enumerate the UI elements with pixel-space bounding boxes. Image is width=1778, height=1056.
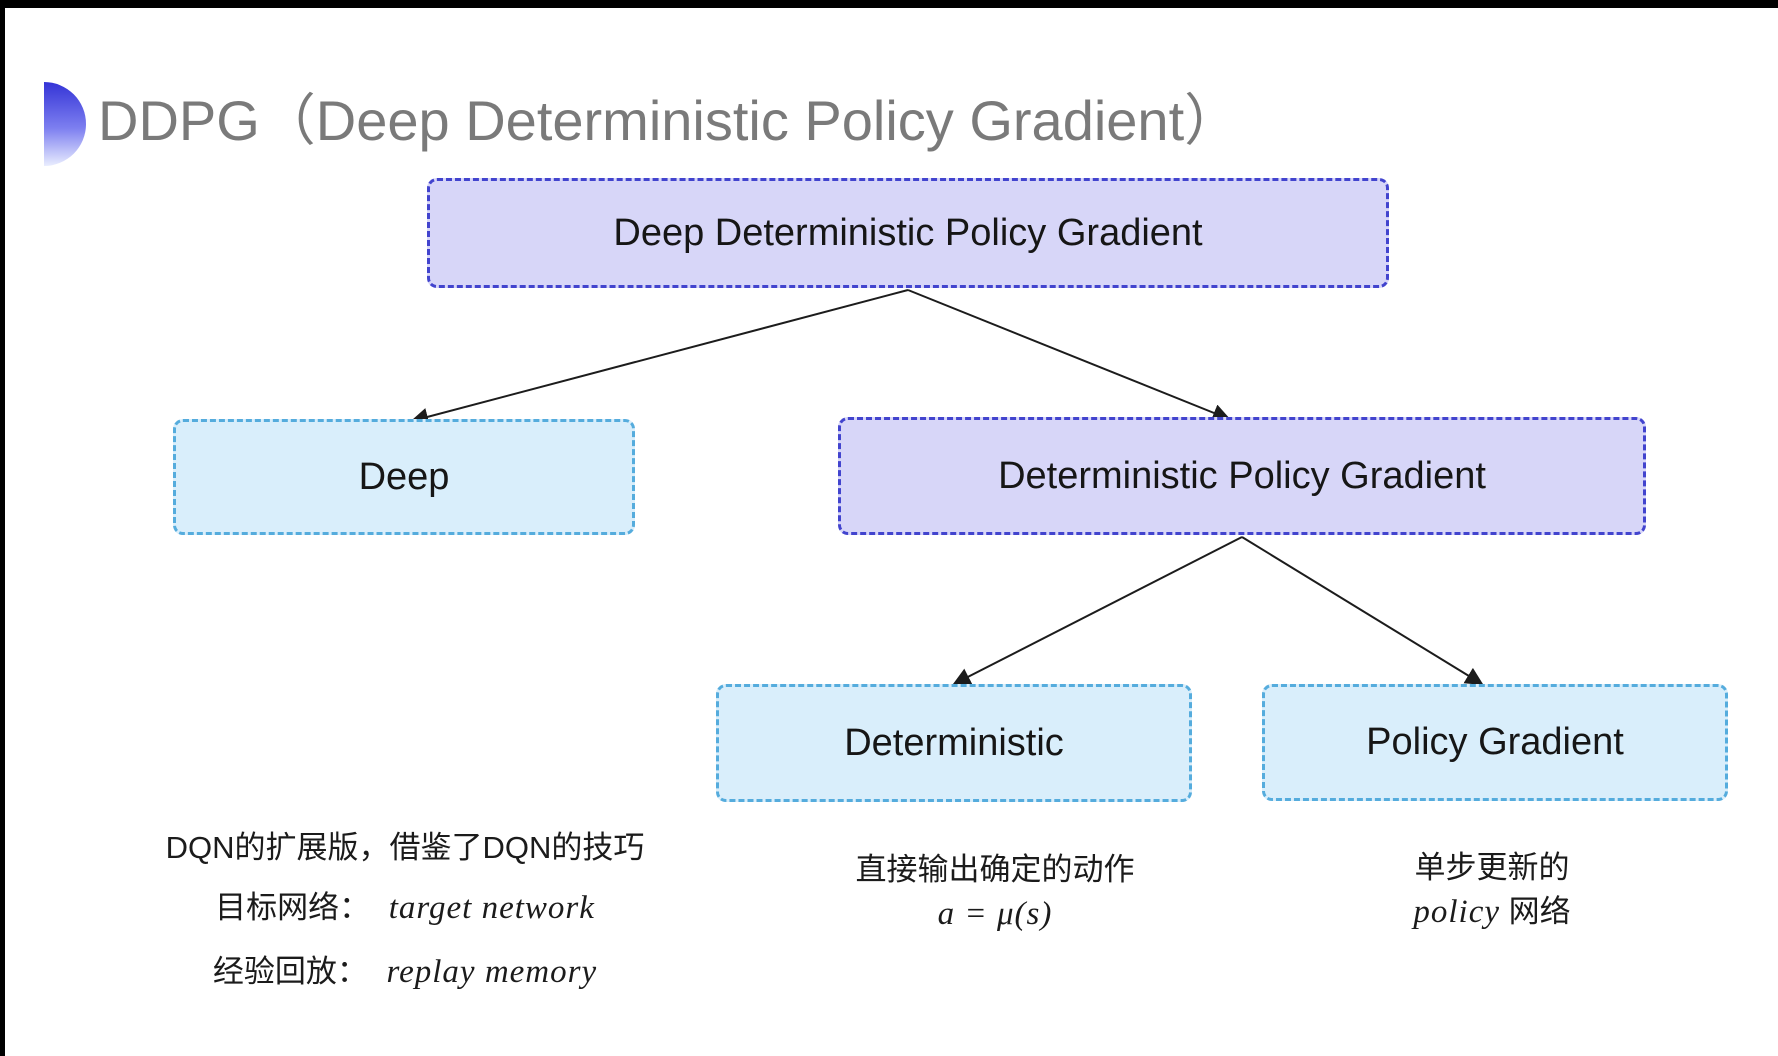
node-deep: Deep <box>173 419 635 535</box>
target-network-term: target network <box>388 890 595 926</box>
note-policy-gradient-line2: policy 网络 <box>1290 890 1694 934</box>
note-policy-gradient-block: 单步更新的 policy 网络 <box>1290 846 1694 934</box>
note-deep-block: DQN的扩展版，借鉴了DQN的技巧 目标网络： target network 经… <box>120 826 690 994</box>
replay-memory-term: replay memory <box>386 954 598 990</box>
node-deep-deterministic-policy-gradient: Deep Deterministic Policy Gradient <box>427 178 1389 288</box>
node-label: Deep <box>358 455 450 498</box>
edge-root-to-dpg <box>907 289 1231 422</box>
note-deep-line3: 经验回放： replay memory <box>120 950 690 994</box>
page-title: DDPG（Deep Deterministic Policy Gradient） <box>98 89 1241 152</box>
note-deterministic-block: 直接输出确定的动作 a = μ(s) <box>790 848 1200 936</box>
node-policy-gradient: Policy Gradient <box>1262 684 1728 801</box>
node-label: Deep Deterministic Policy Gradient <box>613 211 1203 254</box>
replay-memory-label: 经验回放： <box>212 954 368 989</box>
node-label: Deterministic <box>844 721 1064 764</box>
note-policy-gradient-line1: 单步更新的 <box>1414 850 1570 885</box>
note-deep-line1: DQN的扩展版，借鉴了DQN的技巧 <box>165 830 645 865</box>
node-deterministic: Deterministic <box>716 684 1192 802</box>
node-label: Policy Gradient <box>1366 721 1624 763</box>
left-border-bar <box>0 0 5 1056</box>
edge-dpg-to-deterministic <box>952 536 1243 685</box>
half-circle-bullet-icon <box>44 82 86 166</box>
node-label: Deterministic Policy Gradient <box>998 454 1486 497</box>
edge-root-to-deep <box>410 289 909 426</box>
top-border-bar <box>0 0 1778 8</box>
policy-network-label: 网络 <box>1508 894 1571 929</box>
note-deterministic-line1: 直接输出确定的动作 <box>855 852 1135 887</box>
target-network-label: 目标网络： <box>215 890 371 925</box>
policy-term: policy <box>1413 894 1500 930</box>
node-deterministic-policy-gradient: Deterministic Policy Gradient <box>838 417 1646 535</box>
edge-dpg-to-policy-gradient <box>1241 536 1484 685</box>
note-deep-line2: 目标网络： target network <box>120 886 690 930</box>
deterministic-formula: a = μ(s) <box>937 896 1053 932</box>
